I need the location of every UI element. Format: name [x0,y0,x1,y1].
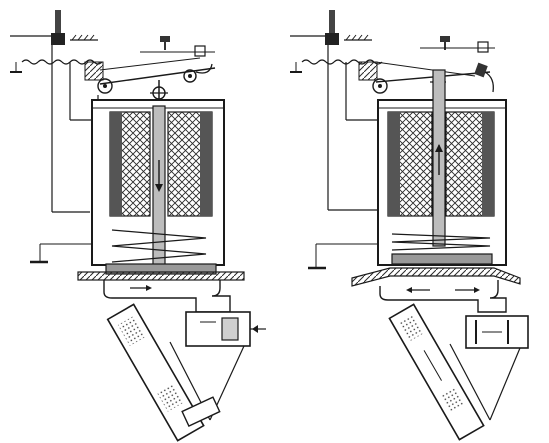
pump-chamber [379,280,507,313]
contact-screw [420,36,495,53]
pivot-block [358,61,378,81]
valve-body [465,315,529,349]
spring-wire [21,59,103,65]
valve-body [185,311,266,347]
pivot-block [84,61,104,81]
sight-tube [106,303,205,442]
terminal-post [290,10,339,45]
lower-ground [308,243,378,270]
left-pulley [97,78,113,94]
trip-block [474,62,488,78]
ground-hatch [344,34,372,41]
left-pulley [372,78,388,94]
lower-ground [30,243,92,264]
pump-chamber [103,280,231,313]
right-panel [290,10,529,441]
spring-wire [301,59,383,65]
wiring [327,45,378,211]
left-panel [10,10,266,442]
sight-tube [388,303,485,441]
diaphragm-plate [391,253,493,265]
ground-symbol [10,62,22,73]
lever-arm [99,67,216,85]
ground-hatch [70,34,98,41]
right-pulley [183,69,197,83]
terminal-post [10,10,65,45]
return-spring [111,229,207,263]
return-spring [391,233,491,251]
contact-screw [140,36,215,57]
ground-symbol [290,62,302,73]
